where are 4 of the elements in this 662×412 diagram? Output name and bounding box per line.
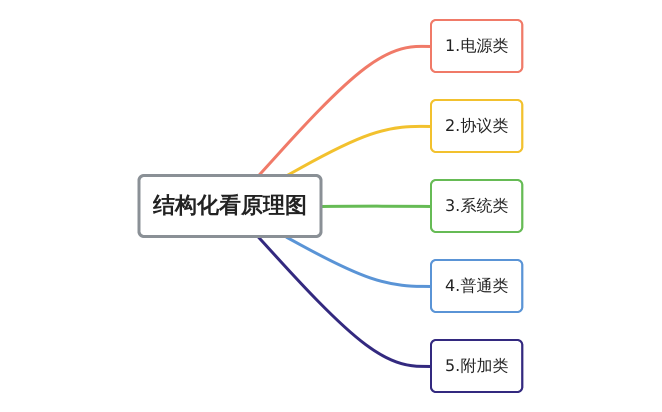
connector (286, 236, 432, 288)
connector (322, 204, 432, 208)
connector (258, 44, 432, 177)
connector (258, 236, 432, 368)
